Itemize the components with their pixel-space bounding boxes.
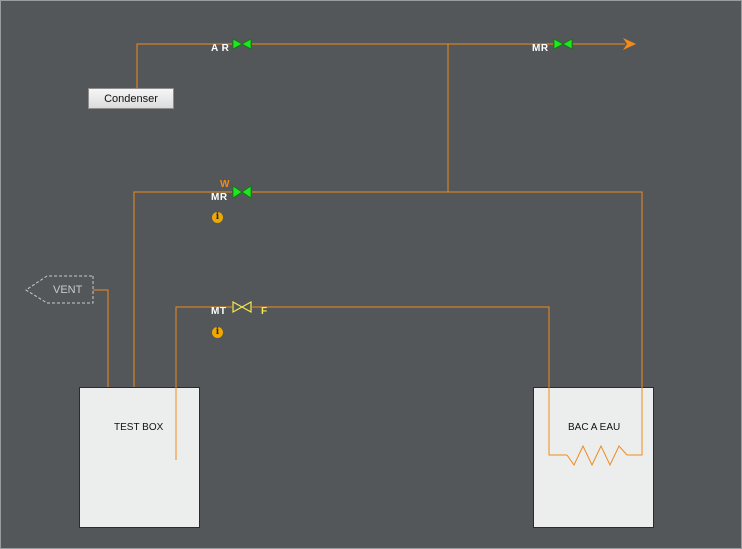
water-tank-box: BAC A EAU	[533, 387, 654, 528]
info-icon[interactable]: i	[212, 212, 223, 223]
pipe-mr-left	[133, 191, 232, 387]
valve-mt-side-label: F	[261, 306, 268, 317]
vent-label: VENT	[53, 284, 83, 296]
pipe-vent	[93, 289, 109, 387]
valve-ar-label: A R	[211, 43, 230, 54]
valve-mt-icon[interactable]	[232, 300, 252, 314]
pipe-condenser-riser	[136, 43, 232, 88]
valve-mr-top-icon[interactable]	[553, 38, 573, 50]
valve-mr-mid-top-label: W	[220, 179, 230, 190]
valve-mt-label: MT	[211, 306, 227, 317]
test-box: TEST BOX	[79, 387, 200, 528]
valve-mr-mid-icon[interactable]	[232, 185, 252, 199]
outlet-arrow-icon	[623, 38, 636, 50]
info-icon[interactable]: i	[212, 327, 223, 338]
condenser-button[interactable]: Condenser	[88, 88, 174, 109]
pipe-mt-right	[252, 306, 567, 456]
valve-ar-icon[interactable]	[232, 38, 252, 50]
valve-mr-top-label: MR	[532, 43, 549, 54]
test-box-label: TEST BOX	[114, 422, 164, 433]
valve-mr-mid-label: MR	[211, 192, 228, 203]
vent-shape	[25, 275, 94, 304]
water-tank-label: BAC A EAU	[568, 422, 621, 433]
